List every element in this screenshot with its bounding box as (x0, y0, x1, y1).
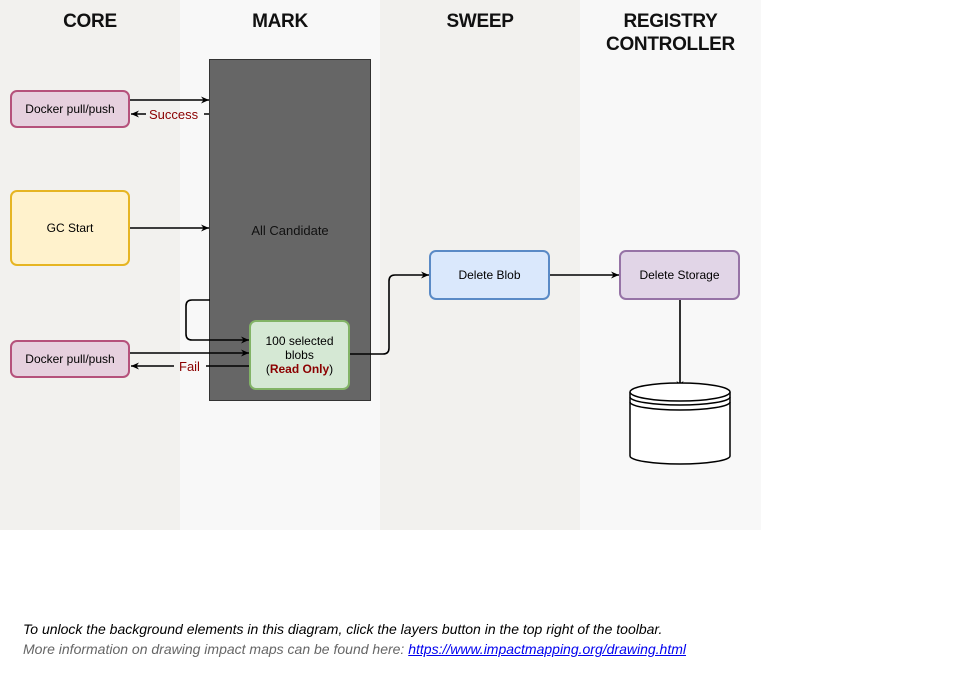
gc-start-label: GC Start (46, 221, 94, 235)
docker-pull-push-top-label: Docker pull/push (25, 102, 115, 116)
selected-blobs-line2: blobs (285, 348, 314, 362)
lane-title-sweep: SWEEP (446, 11, 514, 32)
docker-pull-push-top[interactable]: Docker pull/push (10, 90, 130, 128)
edge-label-success: Success (149, 107, 199, 122)
docker-pull-push-bottom-label: Docker pull/push (25, 352, 115, 366)
all-candidate-label: All Candidate (251, 223, 329, 238)
selected-blobs-line1: 100 selected (265, 334, 334, 348)
edge-label-fail: Fail (179, 359, 200, 374)
lane-title-mark: MARK (252, 11, 308, 32)
paren-close: ) (329, 362, 334, 376)
lane-title-core: CORE (63, 11, 117, 32)
note-unlock: To unlock the background elements in thi… (23, 621, 663, 637)
delete-storage-node[interactable]: Delete Storage (619, 250, 740, 300)
docker-pull-push-bottom[interactable]: Docker pull/push (10, 340, 130, 378)
storage-database-icon (629, 382, 731, 465)
delete-blob-node[interactable]: Delete Blob (429, 250, 550, 300)
read-only-label: Read Only (269, 362, 330, 376)
note-more-info-text: More information on drawing impact maps … (23, 641, 409, 657)
selected-blobs-line3: (Read Only) (266, 362, 333, 376)
selected-blobs-node[interactable]: 100 selected blobs (Read Only) (249, 320, 350, 390)
gc-start-node[interactable]: GC Start (10, 190, 130, 266)
edge-loop-to-selected (185, 299, 249, 344)
note-more-info: More information on drawing impact maps … (23, 641, 686, 657)
delete-blob-label: Delete Blob (458, 268, 521, 282)
lane-title-registry-controller: REGISTRY CONTROLLER (606, 11, 735, 55)
delete-storage-label: Delete Storage (639, 268, 720, 282)
edge-selected-to-deleteblob (350, 271, 429, 355)
paren-open: ( (265, 362, 270, 376)
impact-mapping-link[interactable]: https://www.impactmapping.org/drawing.ht… (408, 641, 687, 657)
